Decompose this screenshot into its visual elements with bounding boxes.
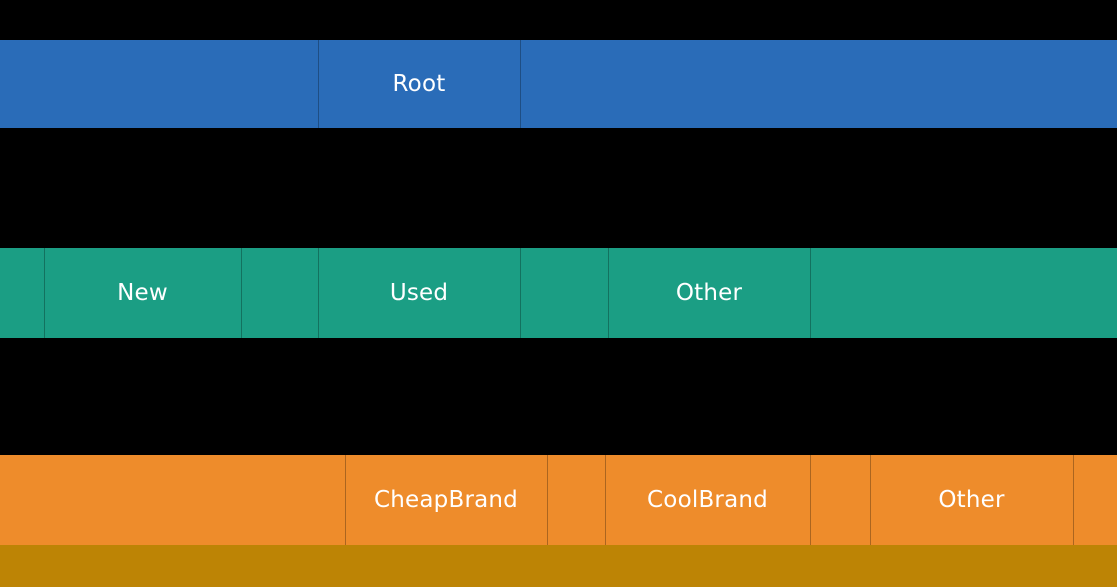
node-divider	[520, 248, 521, 338]
node-label: Root	[392, 70, 446, 97]
node-label: Used	[389, 279, 449, 306]
icicle-node-unlabeled[interactable]	[241, 248, 318, 338]
icicle-node-new[interactable]: New	[44, 248, 241, 338]
node-divider	[318, 40, 319, 128]
icicle-node-unlabeled[interactable]	[0, 545, 1117, 587]
icicle-node-unlabeled[interactable]	[810, 455, 870, 545]
node-divider	[870, 455, 871, 545]
icicle-node-other[interactable]: Other	[608, 248, 810, 338]
node-label: CoolBrand	[647, 486, 768, 513]
icicle-node-cheapbrand[interactable]: CheapBrand	[345, 455, 547, 545]
brand-level: CheapBrand CoolBrand Other	[0, 455, 1117, 545]
node-label: Other	[675, 279, 743, 306]
icicle-node-used[interactable]: Used	[318, 248, 520, 338]
icicle-node-unlabeled[interactable]	[520, 40, 1117, 128]
node-divider	[1073, 455, 1074, 545]
node-divider	[605, 455, 606, 545]
icicle-node-unlabeled[interactable]	[810, 248, 1117, 338]
icicle-node-unlabeled[interactable]	[520, 248, 608, 338]
node-label: Other	[938, 486, 1005, 513]
node-divider	[345, 455, 346, 545]
node-divider	[44, 248, 45, 338]
node-divider	[241, 248, 242, 338]
icicle-node-root[interactable]: Root	[318, 40, 520, 128]
node-divider	[547, 455, 548, 545]
root-level: Root	[0, 40, 1117, 128]
icicle-node-unlabeled[interactable]	[0, 40, 318, 128]
icicle-node-unlabeled[interactable]	[1073, 455, 1117, 545]
node-label: New	[117, 279, 168, 306]
icicle-node-unlabeled[interactable]	[0, 248, 44, 338]
node-divider	[318, 248, 319, 338]
icicle-node-unlabeled[interactable]	[0, 455, 345, 545]
icicle-node-unlabeled[interactable]	[547, 455, 605, 545]
icicle-node-other[interactable]: Other	[870, 455, 1073, 545]
condition-level: New Used Other	[0, 248, 1117, 338]
node-divider	[520, 40, 521, 128]
node-label: CheapBrand	[374, 486, 518, 513]
node-divider	[810, 455, 811, 545]
icicle-node-coolbrand[interactable]: CoolBrand	[605, 455, 810, 545]
node-divider	[810, 248, 811, 338]
node-divider	[608, 248, 609, 338]
leaf-level	[0, 545, 1117, 587]
